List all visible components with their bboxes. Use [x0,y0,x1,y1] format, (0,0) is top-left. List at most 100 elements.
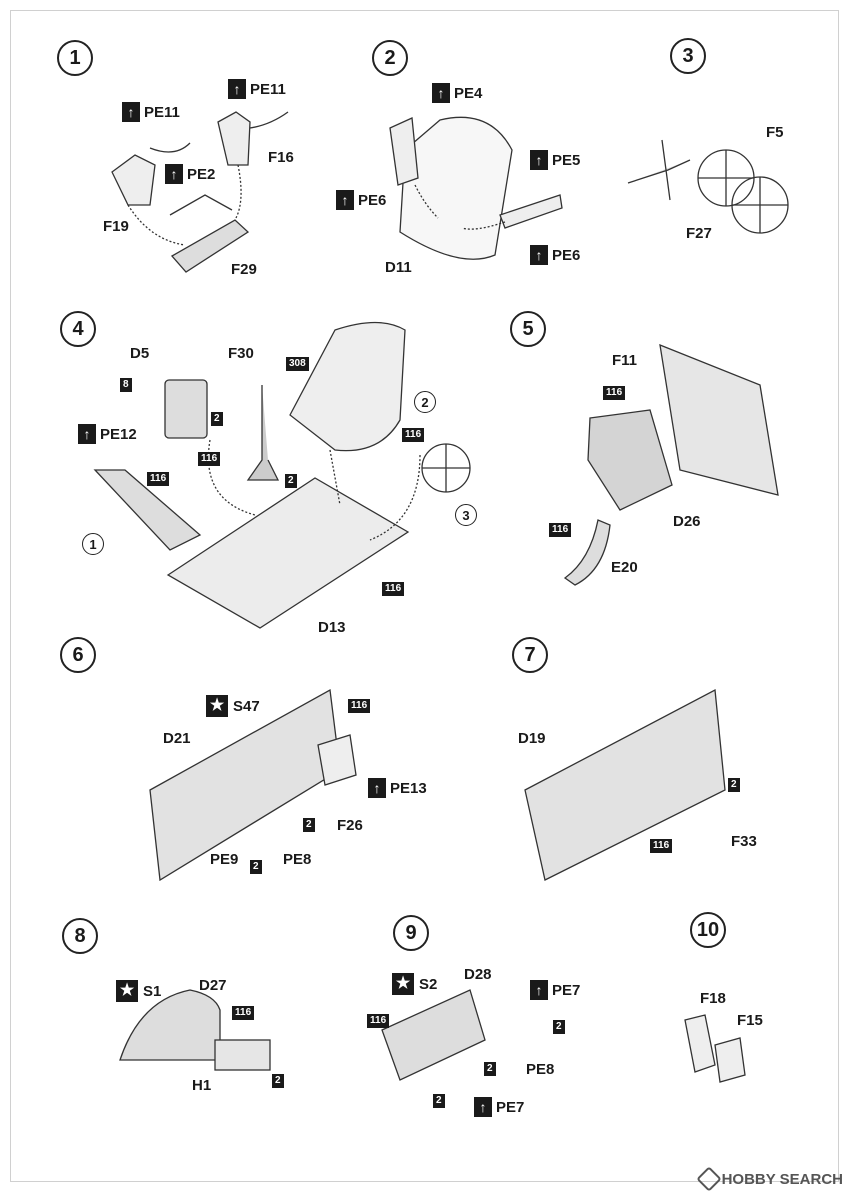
step-number-8: 8 [62,918,98,954]
paint-code-116-a: 116 [198,452,221,466]
paint-code-2-b: 2 [250,860,262,874]
paint-code-116-b: 116 [147,472,170,486]
step-number-10: 10 [690,912,726,948]
step-number-6: 6 [60,637,96,673]
step-number-1: 1 [57,40,93,76]
pe12-callout: ↑PE12 [78,424,137,444]
step-number-2: 2 [372,40,408,76]
star-icon: ★ [116,980,138,1002]
d21-label: D21 [163,730,191,747]
arrow-up-icon: ↑ [530,245,548,265]
d19-panel [524,688,726,881]
paint-code-116: 116 [348,699,371,713]
paint-code-116: 116 [650,839,673,853]
pe13-callout: ↑PE13 [368,778,427,798]
f11-label: F11 [612,352,638,369]
star-icon: ★ [392,973,414,995]
s2-decal-callout: ★S2 [392,973,437,995]
pe2-part [169,194,233,216]
arrow-up-icon: ↑ [165,164,183,184]
d5-bottle [164,379,208,439]
s47-decal-callout: ★S47 [206,695,260,717]
paint-code-116-c: 116 [402,428,425,442]
ref-step-3: 3 [455,504,477,526]
f27-label: F27 [686,225,712,242]
h1-label: H1 [192,1077,212,1094]
f19-label: F19 [103,218,129,235]
step-number-4: 4 [60,311,96,347]
paint-code-2-a: 2 [553,1020,565,1034]
paint-code-116: 116 [232,1006,255,1020]
seat-assembly [289,321,406,452]
pe6-callout-a: ↑PE6 [336,190,386,210]
step-number-7: 7 [512,637,548,673]
d28-panel [381,989,486,1081]
d27-panel [119,989,221,1061]
pe4-callout: ↑PE4 [432,83,482,103]
f33-label: F33 [731,833,757,850]
f16-part [217,111,251,166]
d21-panel [149,688,341,882]
step-number-3: 3 [670,38,706,74]
paint-code-116-d: 116 [382,582,405,596]
pe11-callout-a: ↑PE11 [122,102,180,122]
step-number-9: 9 [393,915,429,951]
f19-part [111,154,156,206]
paint-code-308: 308 [286,357,309,371]
f18-label: F18 [700,990,726,1007]
pe9-label: PE9 [210,851,239,868]
arrow-up-icon: ↑ [432,83,450,103]
paint-code-2: 2 [272,1074,284,1088]
f5-label: F5 [766,124,784,141]
paint-code-2-b: 2 [285,474,297,488]
paint-code-116: 116 [367,1014,390,1028]
d27-label: D27 [199,977,227,994]
pe7-callout-b: ↑PE7 [474,1097,524,1117]
star-icon: ★ [206,695,228,717]
paint-code-2: 2 [728,778,740,792]
d28-label: D28 [464,966,492,983]
paint-code-2-c: 2 [433,1094,445,1108]
d5-label: D5 [130,345,150,362]
ref-step-1: 1 [82,533,104,555]
arrow-up-icon: ↑ [530,980,548,1000]
f26-label: F26 [337,817,363,834]
d13-floor [166,477,410,629]
pe8-label: PE8 [526,1061,555,1078]
paint-code-116-a: 116 [603,386,626,400]
s1-decal-callout: ★S1 [116,980,161,1002]
pe6-callout-b: ↑PE6 [530,245,580,265]
f29-part [170,219,250,273]
arrow-up-icon: ↑ [530,150,548,170]
d19-label: D19 [518,730,546,747]
paint-code-2-a: 2 [303,818,315,832]
arrow-up-icon: ↑ [122,102,140,122]
arrow-up-icon: ↑ [228,79,246,99]
watermark: HOBBY SEARCH [695,1166,843,1192]
hobby-search-logo [695,1166,722,1192]
paint-code-8: 8 [120,378,132,392]
pe11-callout-b: ↑PE11 [228,79,286,99]
arrow-up-icon: ↑ [336,190,354,210]
f16-label: F16 [268,149,294,166]
arrow-up-icon: ↑ [474,1097,492,1117]
f11-panel [659,343,779,496]
f29-label: F29 [231,261,257,278]
ref-step-2: 2 [414,391,436,413]
e20-label: E20 [611,559,638,576]
d26-label: D26 [673,513,701,530]
pe7-callout-a: ↑PE7 [530,980,580,1000]
d11-label: D11 [385,259,412,276]
arrow-up-icon: ↑ [78,424,96,444]
paint-code-2-a: 2 [211,412,223,426]
pe8-label: PE8 [283,851,312,868]
step-number-5: 5 [510,311,546,347]
d26-part [587,409,673,511]
d13-label: D13 [318,619,346,636]
d11-seat [399,116,513,260]
pe5-callout: ↑PE5 [530,150,580,170]
pe2-callout: ↑PE2 [165,164,215,184]
paint-code-116-b: 116 [549,523,572,537]
f30-label: F30 [228,345,254,362]
